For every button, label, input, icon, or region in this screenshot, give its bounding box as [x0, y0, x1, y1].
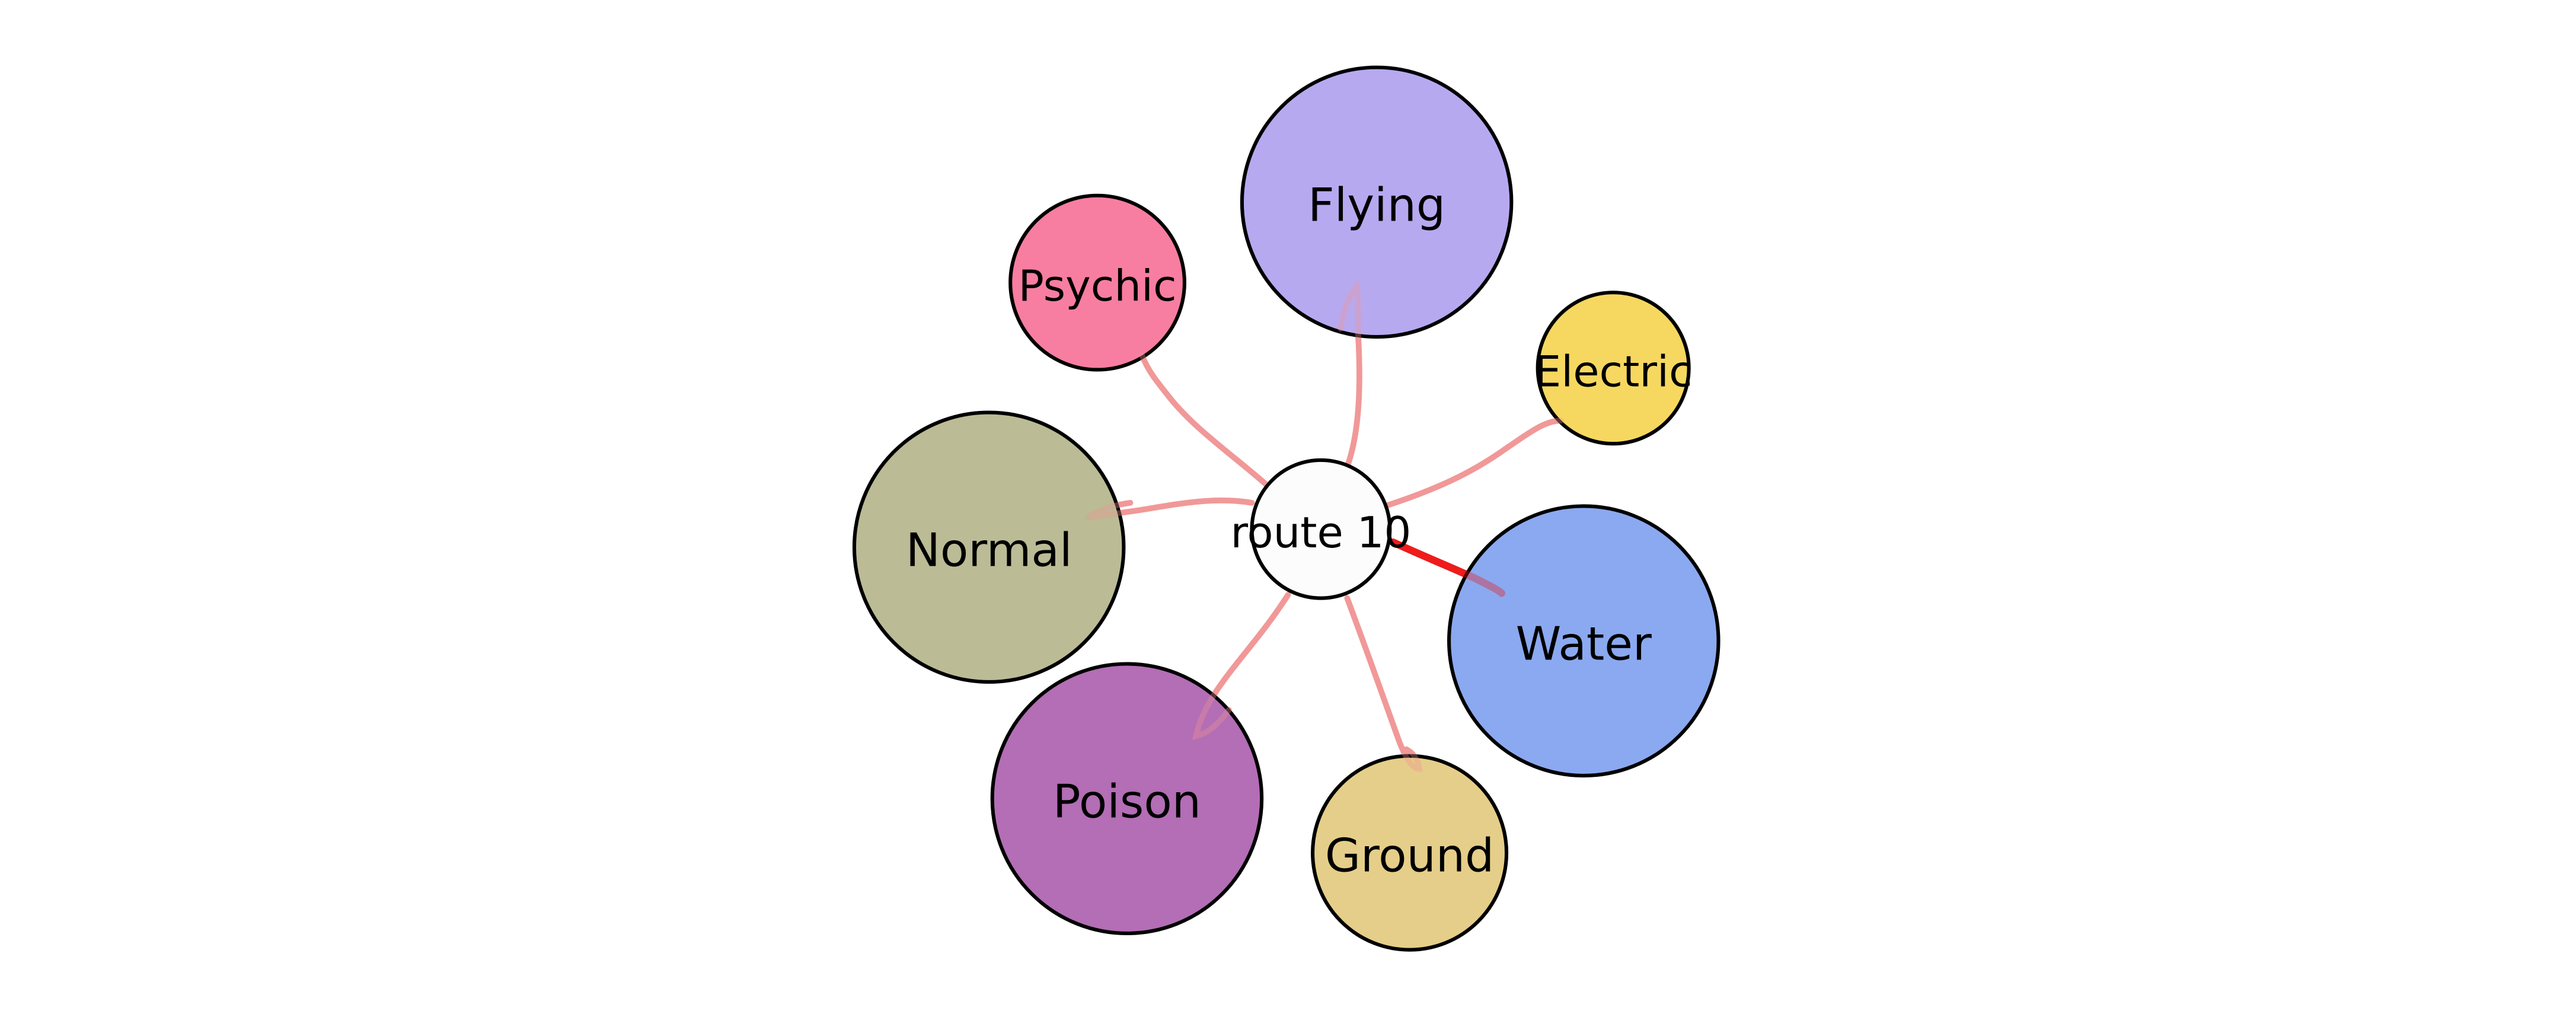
- node-electric[interactable]: Electric: [1534, 291, 1693, 446]
- edge-overlay-electric: [1382, 417, 1564, 509]
- edge-overlay-poison: [1192, 592, 1291, 740]
- node-psychic-label: Psychic: [1018, 261, 1176, 311]
- node-water-label: Water: [1516, 617, 1652, 671]
- edge-overlay-flying: [1338, 279, 1362, 470]
- node-water[interactable]: Water: [1447, 504, 1720, 777]
- node-electric-circle[interactable]: [1536, 291, 1691, 446]
- node-ground[interactable]: Ground: [1311, 754, 1509, 952]
- edge-overlay-water: [1389, 538, 1505, 597]
- node-ground-circle[interactable]: [1311, 754, 1509, 952]
- node-route-10-label: route 10: [1230, 508, 1411, 557]
- node-route-10[interactable]: route 10: [1230, 458, 1411, 600]
- node-flying-circle[interactable]: [1240, 65, 1514, 339]
- node-electric-label: Electric: [1534, 346, 1693, 396]
- nodes-layer: FlyingPsychicElectricNormalWaterPoisonGr…: [852, 65, 1720, 952]
- node-water-circle[interactable]: [1447, 504, 1720, 777]
- edge-overlay-normal: [1086, 498, 1255, 521]
- node-normal-circle[interactable]: [852, 410, 1126, 684]
- node-psychic-circle[interactable]: [1008, 193, 1186, 372]
- node-psychic[interactable]: Psychic: [1008, 193, 1186, 372]
- node-flying[interactable]: Flying: [1240, 65, 1514, 339]
- node-poison-circle[interactable]: [990, 662, 1264, 936]
- node-poison[interactable]: Poison: [990, 662, 1264, 936]
- edge-overlay-ground: [1344, 595, 1423, 772]
- node-ground-label: Ground: [1325, 830, 1494, 883]
- node-flying-label: Flying: [1308, 178, 1445, 232]
- node-normal[interactable]: Normal: [852, 410, 1126, 684]
- node-poison-label: Poison: [1053, 775, 1201, 828]
- edge-route-10-psychic: [1139, 352, 1272, 490]
- node-route-10-circle[interactable]: [1250, 458, 1392, 600]
- edge-overlay-psychic: [1139, 352, 1272, 490]
- edge-route-10-electric: [1382, 417, 1564, 509]
- node-normal-label: Normal: [906, 524, 1072, 577]
